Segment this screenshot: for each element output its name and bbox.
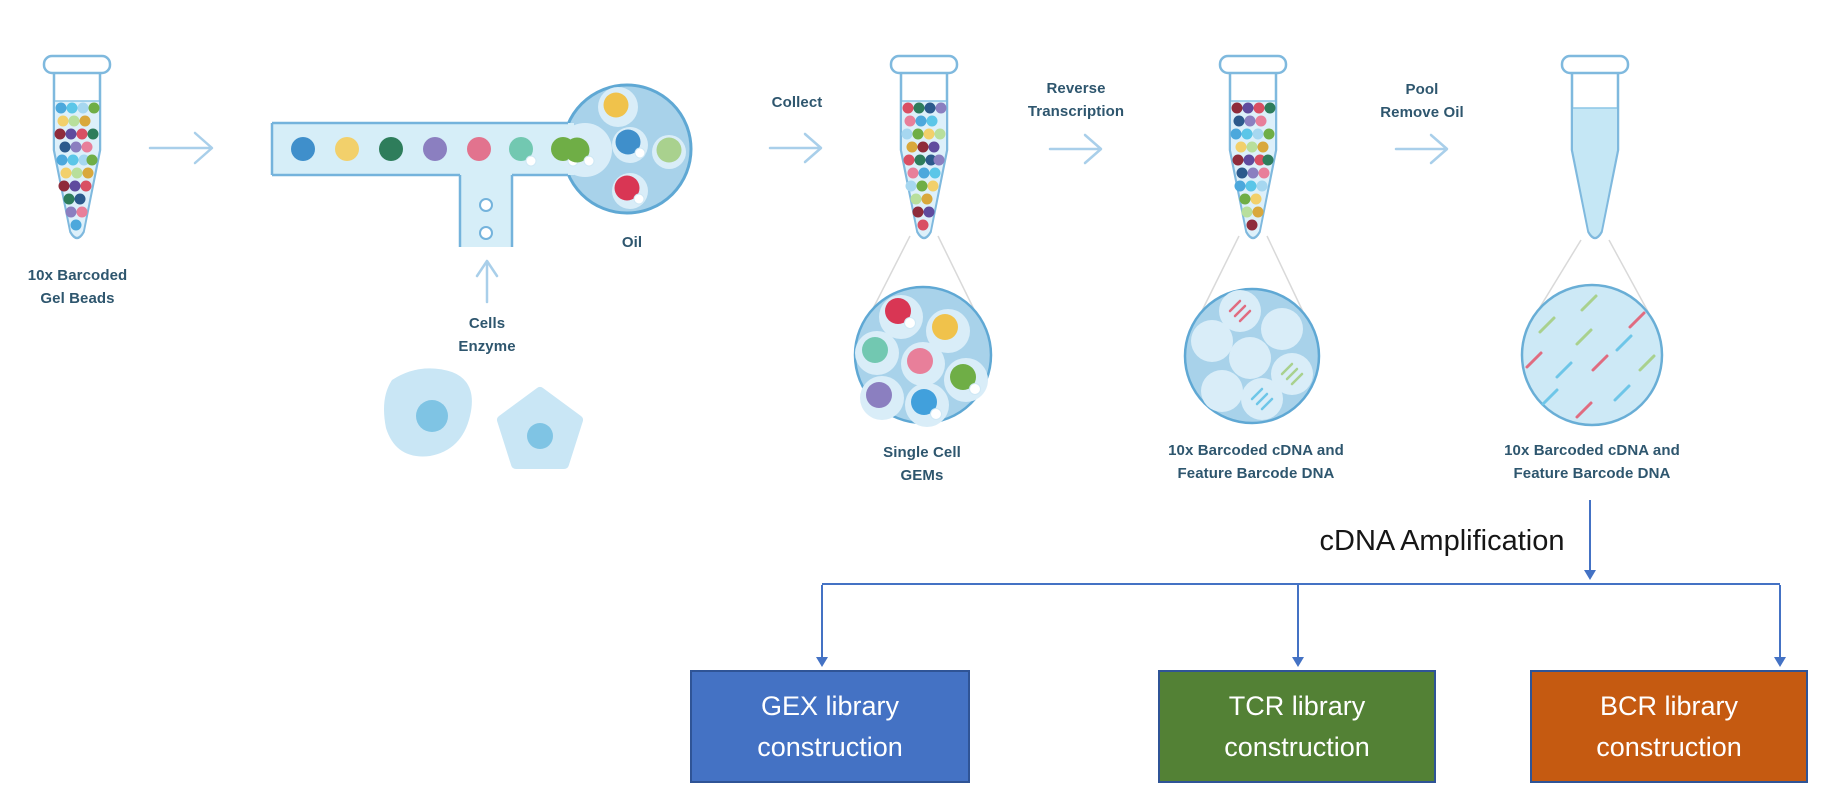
label-oil: Oil	[621, 234, 643, 251]
label-collect: Collect	[771, 94, 823, 111]
tubes	[42, 54, 1630, 240]
arrow-pool-remove-oil	[1394, 133, 1449, 165]
label-barcoded-cdna-2: 10x Barcoded cDNA and Feature Barcode DN…	[1504, 442, 1680, 483]
flowchart-connectors	[816, 500, 1786, 667]
cell-1-nucleus	[416, 400, 448, 432]
tcr-library-box: TCR library construction	[1158, 670, 1436, 783]
label-barcoded-cdna-1: 10x Barcoded cDNA and Feature Barcode DN…	[1168, 442, 1344, 483]
arrow-cells-enzyme-up	[475, 259, 499, 304]
arrow-gelbeads-to-chip	[148, 131, 214, 165]
arrow-reverse-transcription	[1048, 133, 1103, 165]
barcoded-cdna-gems-circle	[1183, 287, 1321, 425]
tube	[1218, 54, 1288, 240]
label-cdna-amplification: cDNA Amplification	[1319, 525, 1565, 557]
tube	[1560, 54, 1630, 240]
pooled-cdna-circle	[1520, 283, 1664, 427]
label-reverse-transcription: Reverse Transcription	[1027, 80, 1125, 121]
tube	[889, 54, 959, 240]
chip-droplets	[564, 87, 686, 209]
microfluidic-chip	[270, 83, 693, 247]
label-pool-remove-oil: Pool Remove Oil	[1380, 81, 1464, 122]
arrow-collect	[768, 132, 823, 164]
bcr-library-box: BCR library construction	[1530, 670, 1808, 783]
cell-2-nucleus	[527, 423, 553, 449]
single-cell-gems-circle	[853, 285, 993, 427]
cells-illustration	[384, 368, 583, 469]
label-cells-enzyme: Cells Enzyme	[458, 315, 516, 356]
tube	[42, 54, 112, 240]
label-single-cell-gems: Single Cell GEMs	[883, 444, 961, 485]
channel-beads	[291, 137, 579, 167]
enzyme-bubbles	[479, 198, 493, 240]
label-gel-beads: 10x Barcoded Gel Beads	[27, 267, 128, 308]
gex-library-box: GEX library construction	[690, 670, 970, 783]
flow-arrows	[148, 131, 1449, 304]
